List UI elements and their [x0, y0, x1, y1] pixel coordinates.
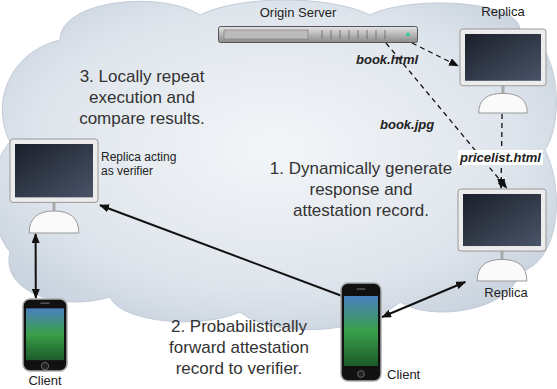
transfer-arrow: [412, 43, 458, 66]
monitor-screen: [463, 194, 541, 246]
monitor-bezel: [458, 189, 546, 251]
monitor-screen: [465, 34, 541, 81]
phone-screen: [344, 296, 378, 366]
step-note: 2. Probabilistically forward attestation…: [160, 316, 318, 379]
interaction-arrow: [382, 282, 465, 317]
phone-body: [23, 299, 67, 371]
step-note: 1. Dynamically generate response and att…: [268, 158, 454, 221]
file-label: book.html: [354, 52, 420, 67]
node-label: Client: [15, 373, 75, 388]
monitor-base: [29, 211, 79, 233]
node-label: Replica acting as verifier: [101, 150, 185, 178]
monitor-bezel: [10, 139, 98, 202]
rack-slot: [340, 30, 341, 39]
rack-slot: [358, 30, 359, 39]
phone-icon: [340, 282, 382, 382]
replica-node: Replica: [456, 188, 548, 282]
verifier-node: Replica acting as verifier: [8, 138, 100, 234]
phone-body: [341, 283, 381, 381]
interaction-arrow: [35, 234, 37, 298]
cloud-shape: [0, 0, 556, 330]
phone-icon: [22, 298, 68, 372]
rack-led: [406, 33, 410, 37]
monitor-base: [477, 259, 527, 281]
server-icon: [218, 26, 418, 43]
node-label: Client: [387, 367, 437, 382]
node-label: Origin Server: [248, 5, 348, 20]
monitor-base: [479, 93, 528, 113]
server-node: Origin Server: [218, 26, 418, 43]
client-node: Client: [340, 282, 382, 382]
phone-speaker: [357, 288, 365, 290]
phone-speaker: [40, 302, 49, 304]
node-label: Replica: [468, 4, 538, 19]
monitor-bezel: [460, 29, 546, 86]
rack-slot: [367, 30, 368, 39]
rack-slot: [385, 30, 386, 39]
imac-icon: [456, 188, 548, 282]
rack-slot: [349, 30, 350, 39]
phone-button: [358, 371, 365, 378]
imac-icon: [8, 138, 100, 234]
rack-body: [219, 27, 418, 43]
node-label: Replica: [476, 285, 536, 300]
phone-screen: [26, 308, 64, 360]
rack-panel: [224, 30, 308, 39]
rack-slot: [331, 30, 332, 39]
step-note: 3. Locally repeat execution and compare …: [62, 66, 222, 129]
monitor-screen: [15, 144, 93, 197]
rack-slot: [376, 30, 377, 39]
imac-icon: [458, 28, 548, 114]
rack-slot: [322, 30, 323, 39]
phone-button: [41, 362, 48, 369]
replica-node: Replica: [458, 28, 548, 114]
file-label: pricelist.html: [458, 150, 543, 165]
client-node: Client: [22, 298, 68, 372]
file-label: book.jpg: [378, 117, 436, 132]
